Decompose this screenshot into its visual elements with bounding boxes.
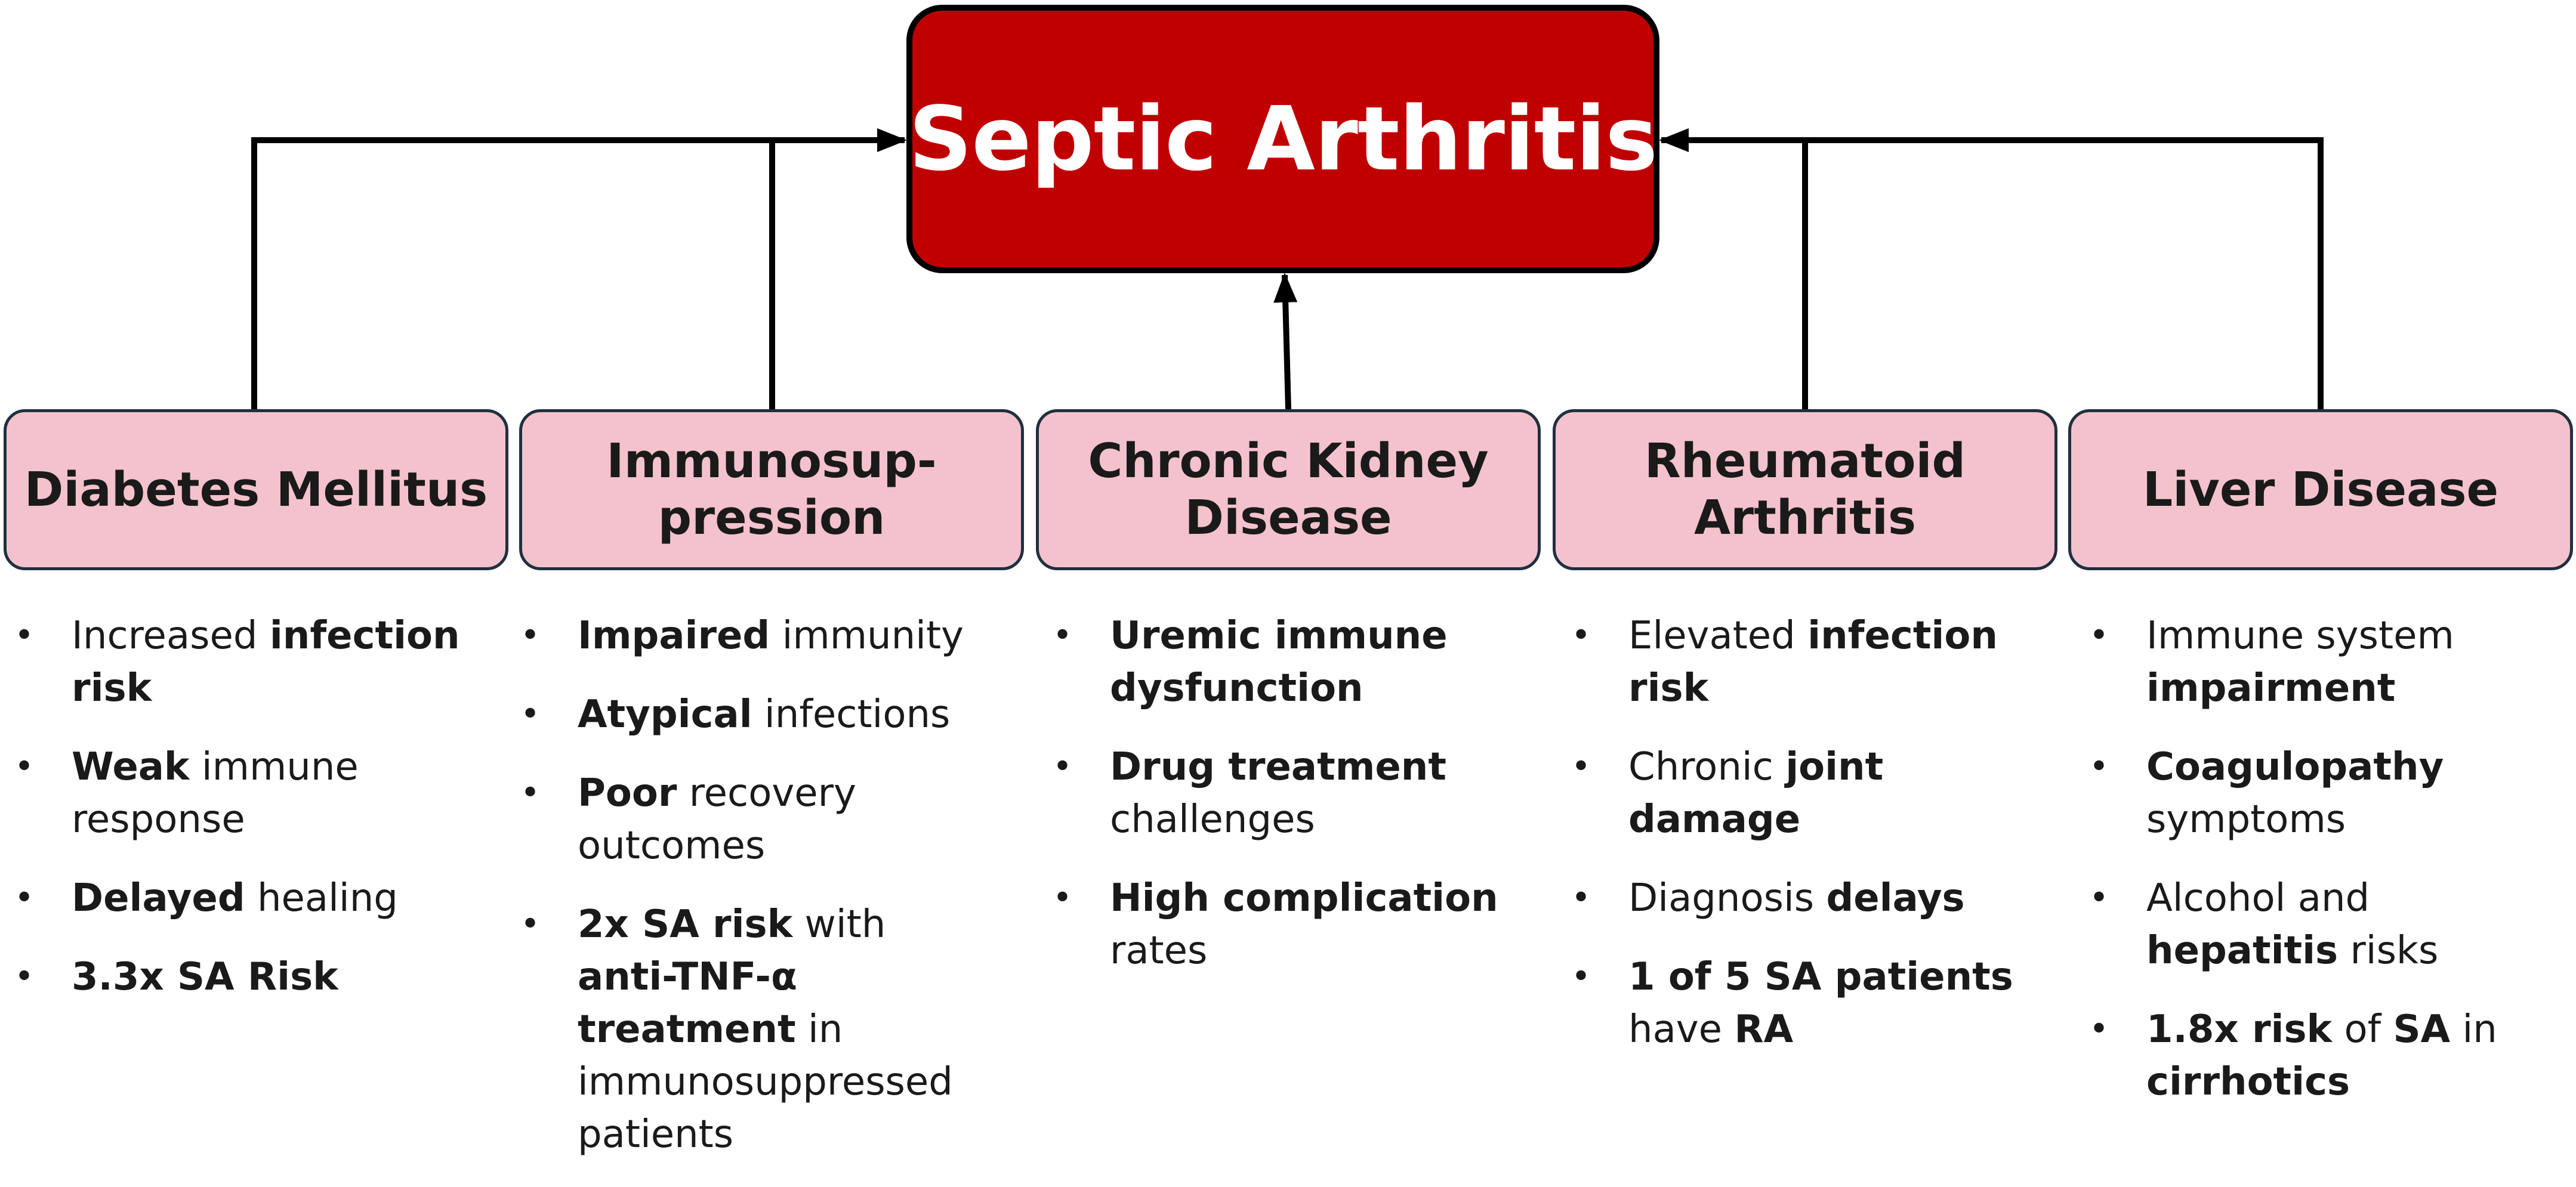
bullet-text: Increased xyxy=(72,614,270,658)
bullet-text: Diagnosis xyxy=(1628,876,1827,920)
connector-arrows xyxy=(251,128,2324,410)
bullet-text-bold: 1.8x risk xyxy=(2146,1007,2333,1052)
connector-diabetes-mellitus xyxy=(251,128,908,409)
factor-box-diabetes-mellitus: Diabetes Mellitus xyxy=(4,409,508,570)
factor-title-line: Chronic Kidney xyxy=(1088,434,1489,489)
bullet-item: 1 of 5 SA patients have RA xyxy=(1569,951,2022,1056)
bullet-text-bold: Uremic immune dysfunction xyxy=(1110,614,1448,710)
bullet-item: Poor recovery outcomes xyxy=(518,767,971,872)
bullet-list-diabetes-mellitus: Increased infection riskWeak immune resp… xyxy=(12,610,465,1030)
bullet-item: Immune system impairment xyxy=(2087,610,2540,715)
bullet-text: have xyxy=(1628,1007,1735,1052)
bullet-item: Impaired immunity xyxy=(518,610,971,662)
bullet-text-bold: RA xyxy=(1734,1007,1794,1052)
bullet-item: Elevated infection risk xyxy=(1569,610,2022,715)
bullet-text: of xyxy=(2332,1007,2393,1052)
bullet-text-bold: infection risk xyxy=(72,614,460,710)
bullet-text: Alcohol and xyxy=(2146,876,2370,920)
bullet-text-bold: 1 of 5 SA patients xyxy=(1628,955,2013,999)
bullet-text: symptoms xyxy=(2146,797,2346,842)
bullet-text-bold: Poor xyxy=(578,771,677,815)
septic-arthritis-node: Septic Arthritis xyxy=(906,5,1659,273)
bullet-text: risks xyxy=(2338,929,2439,973)
bullet-item: Atypical infections xyxy=(518,688,971,741)
bullet-item: 1.8x risk of SA in cirrhotics xyxy=(2087,1003,2540,1108)
factor-title: Liver Disease xyxy=(2143,462,2498,518)
factor-box-rheumatoid-arthritis: Rheumatoid Arthritis xyxy=(1553,409,2057,570)
factor-box-immunosuppression: Immunosup- pression xyxy=(519,409,1024,570)
bullet-text: with xyxy=(792,902,886,947)
bullet-item: Uremic immune dysfunction xyxy=(1050,610,1504,715)
bullet-text-bold: Coagulopathy xyxy=(2146,745,2444,789)
bullet-text-bold: joint damage xyxy=(1628,745,1884,842)
factor-box-chronic-kidney-disease: Chronic Kidney Disease xyxy=(1036,409,1541,570)
bullet-text: rates xyxy=(1110,929,1208,973)
bullet-list-immunosuppression: Impaired immunityAtypical infectionsPoor… xyxy=(518,610,971,1187)
factor-title: Immunosup- pression xyxy=(606,433,936,546)
bullet-item: Drug treatment challenges xyxy=(1050,741,1504,846)
bullet-text: in xyxy=(2450,1007,2497,1052)
bullet-text: Chronic xyxy=(1628,745,1786,789)
factor-title-line: Diabetes Mellitus xyxy=(24,462,488,517)
factor-title-line: Arthritis xyxy=(1693,490,1916,545)
factor-title-line: Immunosup- xyxy=(606,434,937,489)
factor-box-liver-disease: Liver Disease xyxy=(2068,409,2573,570)
bullet-text: challenges xyxy=(1110,797,1315,842)
bullet-text-bold: Weak xyxy=(72,745,190,789)
bullet-text-bold: cirrhotics xyxy=(2146,1060,2350,1104)
bullet-item: 3.3x SA Risk xyxy=(12,951,465,1003)
bullet-text: recovery outcomes xyxy=(578,771,856,868)
bullet-text: immune response xyxy=(72,745,359,842)
bullet-item: Coagulopathy symptoms xyxy=(2087,741,2540,846)
bullet-text-bold: delays xyxy=(1826,876,1965,920)
factor-title-line: Disease xyxy=(1184,490,1392,545)
bullet-text-bold: SA xyxy=(2393,1007,2451,1052)
factor-title-line: pression xyxy=(658,490,886,545)
bullet-text: Elevated xyxy=(1628,614,1808,658)
bullet-text-bold: infection risk xyxy=(1628,614,1998,710)
connector-liver-disease xyxy=(1658,128,2324,409)
factor-title: Rheumatoid Arthritis xyxy=(1645,433,1966,546)
bullet-item: Delayed healing xyxy=(12,872,465,925)
bullet-text: healing xyxy=(245,876,398,920)
bullet-text-bold: High complication xyxy=(1110,876,1498,920)
bullet-text: Immune system xyxy=(2146,614,2454,658)
bullet-item: Weak immune response xyxy=(12,741,465,846)
bullet-item: Alcohol and hepatitis risks xyxy=(2087,872,2540,977)
bullet-item: Chronic joint damage xyxy=(1569,741,2022,846)
bullet-text-bold: impairment xyxy=(2146,666,2396,710)
bullet-text-bold: anti-TNF-α treatment xyxy=(578,955,797,1052)
bullet-text-bold: 3.3x SA Risk xyxy=(72,955,338,999)
bullet-item: Diagnosis delays xyxy=(1569,872,2022,925)
bullet-text-bold: hepatitis xyxy=(2146,929,2339,973)
connector-chronic-kidney-disease xyxy=(1273,273,1298,410)
bullet-item: High complication rates xyxy=(1050,872,1504,977)
diagram-title: Septic Arthritis xyxy=(908,88,1658,190)
bullet-item: Increased infection risk xyxy=(12,610,465,715)
factor-title: Chronic Kidney Disease xyxy=(1088,433,1488,546)
bullet-text-bold: Atypical xyxy=(578,693,752,737)
bullet-text-bold: Delayed xyxy=(72,876,245,920)
bullet-list-chronic-kidney-disease: Uremic immune dysfunctionDrug treatment … xyxy=(1050,610,1504,1003)
bullet-text-bold: Impaired xyxy=(578,614,770,658)
bullet-list-rheumatoid-arthritis: Elevated infection riskChronic joint dam… xyxy=(1569,610,2022,1082)
bullet-item: 2x SA risk with anti-TNF-α treatment in … xyxy=(518,898,971,1161)
bullet-text-bold: Drug treatment xyxy=(1110,745,1446,789)
bullet-text: infections xyxy=(752,693,951,737)
bullet-text-bold: 2x SA risk xyxy=(578,902,793,947)
factor-title-line: Liver Disease xyxy=(2142,462,2499,517)
factor-title-line: Rheumatoid xyxy=(1644,434,1966,489)
bullet-list-liver-disease: Immune system impairmentCoagulopathy sym… xyxy=(2087,610,2540,1135)
factor-title: Diabetes Mellitus xyxy=(24,462,488,518)
bullet-text: immunity xyxy=(770,614,964,658)
